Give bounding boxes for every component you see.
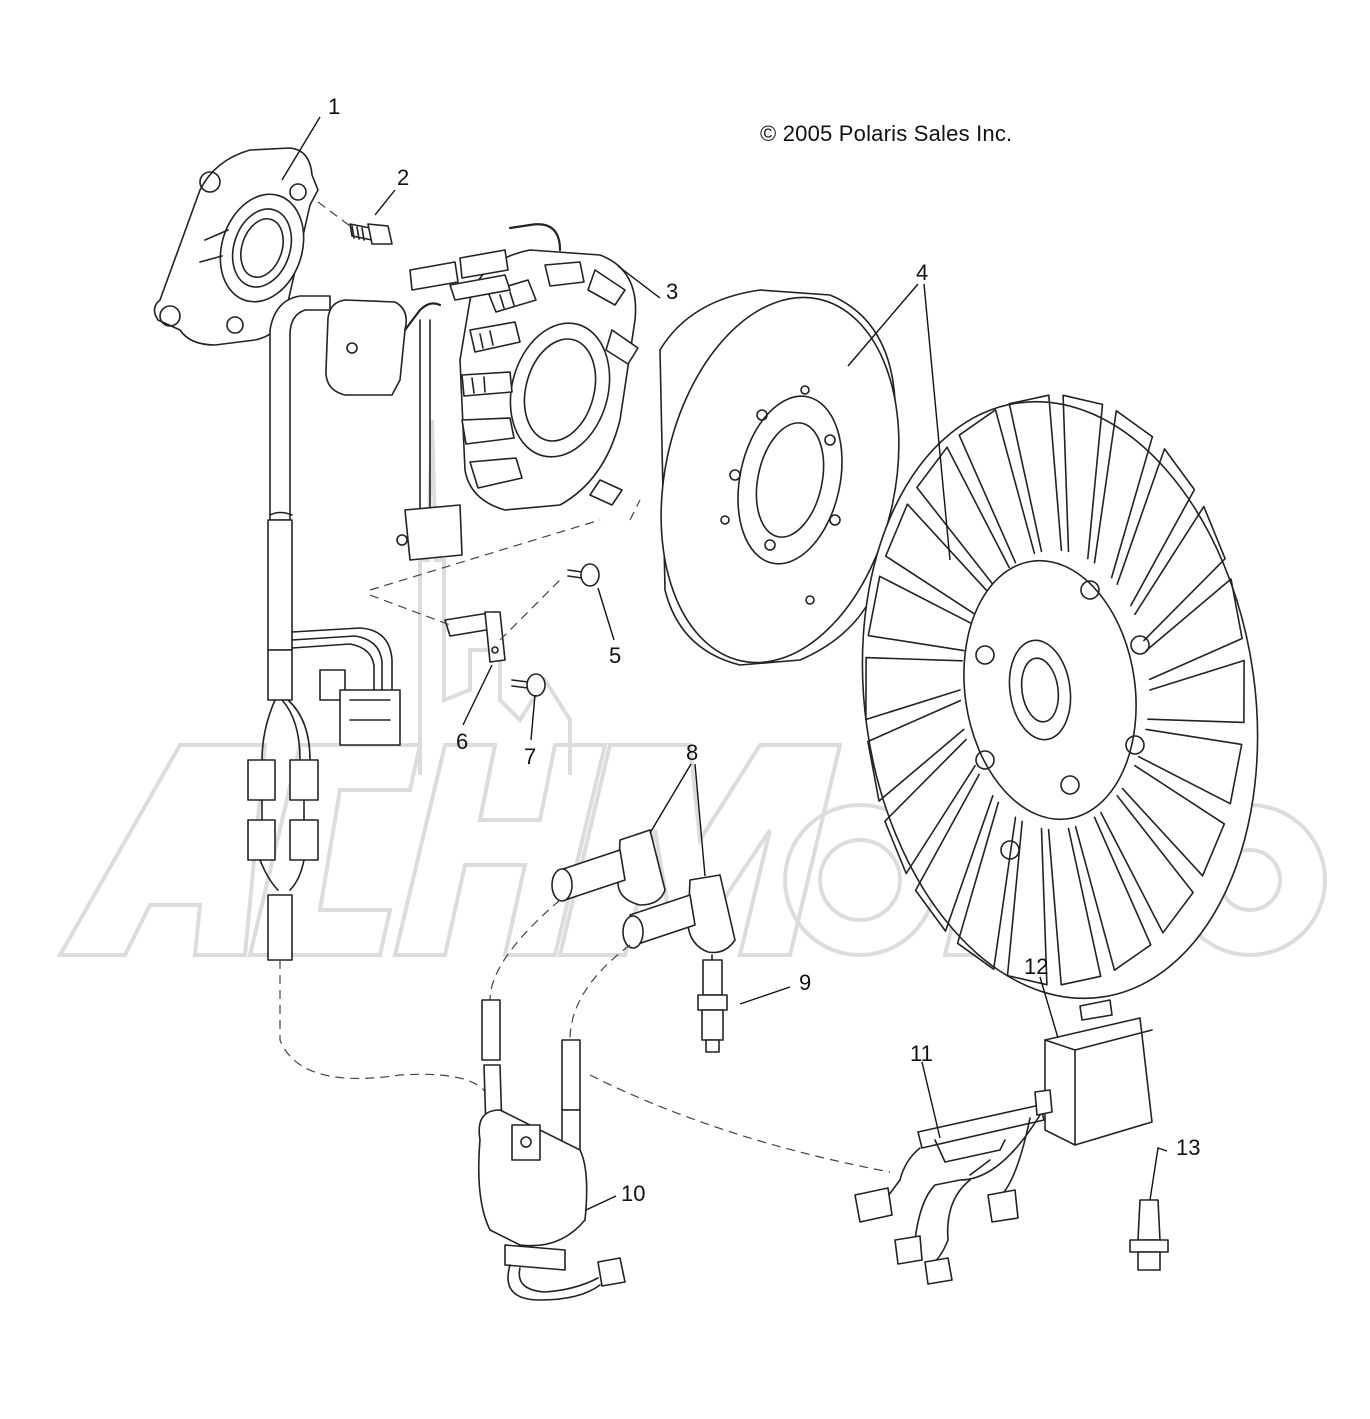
fan-blade (1116, 448, 1196, 607)
fan-blade (1137, 728, 1243, 805)
fan-blade (867, 699, 965, 802)
fan-blade (865, 656, 963, 721)
fan-blade (1121, 764, 1226, 877)
fan-blade (1100, 795, 1194, 934)
callout-13: 13 (1176, 1135, 1201, 1160)
fan-blade (956, 801, 1017, 970)
fan-blade (867, 575, 973, 652)
callout-9: 9 (799, 970, 812, 995)
fan-blade (958, 409, 1036, 564)
callout-1: 1 (328, 94, 341, 119)
main-harness (247, 295, 491, 1101)
fan-blade (1145, 578, 1243, 681)
copyright-notice: © 2005 Polaris Sales Inc. (760, 121, 1013, 146)
part-8-plug-caps (489, 829, 736, 1041)
callout-10: 10 (621, 1181, 646, 1206)
fan-blade (1062, 394, 1104, 560)
callout-8: 8 (686, 740, 699, 765)
fan-blade (884, 738, 976, 875)
callout-3: 3 (666, 279, 679, 304)
stator-wiring (325, 223, 562, 561)
callout-6: 6 (456, 729, 469, 754)
assembly-dash-lines (369, 499, 641, 641)
fan-blade (1047, 827, 1102, 986)
fan-blade (916, 446, 1010, 585)
part-13-clip (1129, 1199, 1169, 1271)
callout-7: 7 (524, 744, 537, 769)
callout-11: 11 (910, 1041, 933, 1066)
part-9-spark-plug (697, 954, 728, 1053)
part-12-cdi-box (1034, 999, 1153, 1146)
fan-blade (1147, 659, 1245, 724)
part-5-screw (567, 563, 600, 587)
part-6-bracket (444, 611, 506, 663)
part-4-fan (861, 394, 1259, 1000)
part-1-bearing-housing (153, 147, 319, 346)
part-10-ignition-coil (477, 999, 626, 1301)
part-11-wire-harness (589, 1074, 1045, 1285)
callout-4: 4 (916, 260, 929, 285)
part-7-screw (511, 673, 546, 697)
fan-blade (1093, 410, 1154, 579)
fan-blade (914, 773, 994, 932)
fan-blade (1008, 394, 1063, 553)
callout-12: 12 (1024, 954, 1049, 979)
fan-blade (1006, 820, 1048, 986)
part-4-flywheel (659, 289, 900, 666)
leader-lines (281, 116, 1168, 1211)
fan-blade (884, 503, 989, 616)
callout-2: 2 (397, 165, 410, 190)
fan-blade (1134, 505, 1226, 642)
part-3-stator (459, 249, 639, 511)
part-2-bolt (317, 201, 393, 245)
fan-blade (1074, 816, 1152, 971)
callout-5: 5 (609, 643, 622, 668)
